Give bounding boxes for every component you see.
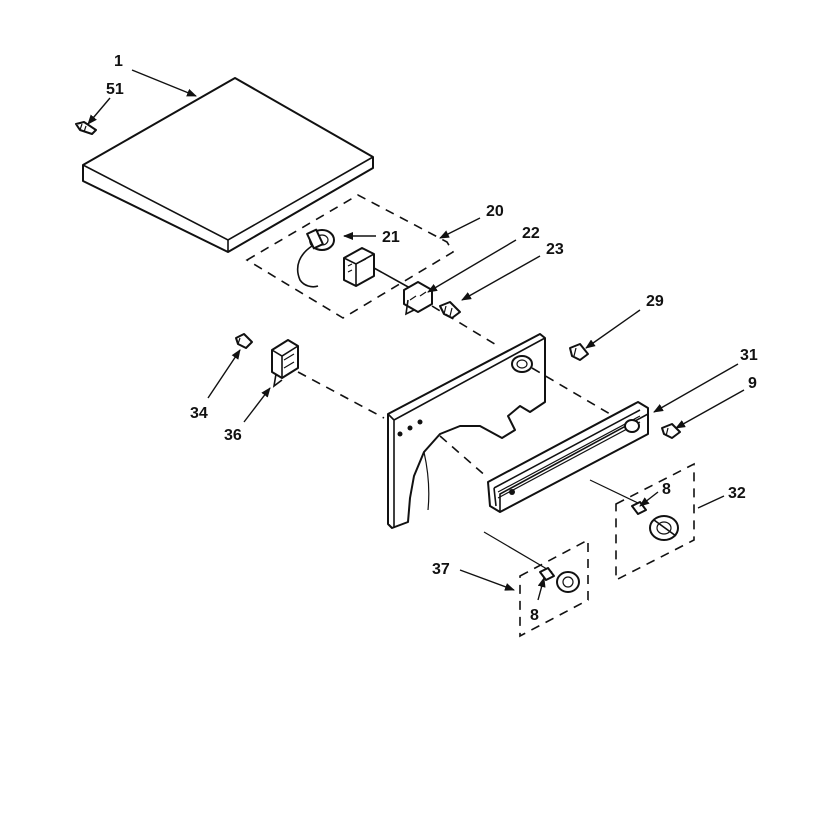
knob-37 bbox=[556, 571, 580, 593]
screw-34 bbox=[235, 333, 253, 349]
callout-23: 23 bbox=[546, 241, 564, 258]
callout-8-upper: 8 bbox=[662, 481, 671, 498]
callout-9: 9 bbox=[748, 375, 757, 392]
bracket-22 bbox=[403, 281, 433, 316]
screw-51 bbox=[75, 121, 97, 135]
callout-31: 31 bbox=[740, 347, 758, 364]
leader-lines bbox=[87, 69, 745, 601]
console-face-panel bbox=[487, 401, 649, 513]
assembly-line-mid bbox=[439, 435, 489, 479]
callout-1: 1 bbox=[114, 53, 123, 70]
callout-37: 37 bbox=[432, 561, 450, 578]
callout-20: 20 bbox=[486, 203, 504, 220]
callout-8-lower: 8 bbox=[530, 607, 539, 624]
assembly-line-top bbox=[431, 305, 499, 347]
clip-8a bbox=[631, 501, 647, 515]
callout-32: 32 bbox=[728, 485, 746, 502]
callout-34: 34 bbox=[190, 405, 208, 422]
callout-22: 22 bbox=[522, 225, 540, 242]
assembly-line-left bbox=[297, 371, 385, 419]
screw-29 bbox=[569, 343, 589, 361]
screw-9 bbox=[661, 423, 681, 439]
console-back-panel bbox=[387, 333, 546, 529]
knob-32 bbox=[649, 515, 679, 541]
callout-21: 21 bbox=[382, 229, 400, 246]
leader-32-box bbox=[589, 479, 641, 505]
callout-51: 51 bbox=[106, 81, 124, 98]
clip-8b bbox=[539, 567, 555, 581]
group-32-outline bbox=[615, 462, 695, 582]
screw-23 bbox=[439, 301, 461, 319]
top-panel bbox=[82, 77, 374, 253]
control-switch-21 bbox=[343, 247, 411, 289]
hinge-bracket-36 bbox=[271, 339, 299, 388]
callout-36: 36 bbox=[224, 427, 242, 444]
leader-37-box bbox=[483, 531, 553, 573]
timer-motor-21 bbox=[296, 228, 335, 288]
group-37-outline bbox=[519, 538, 589, 638]
callout-29: 29 bbox=[646, 293, 664, 310]
group-20-outline bbox=[245, 194, 455, 319]
